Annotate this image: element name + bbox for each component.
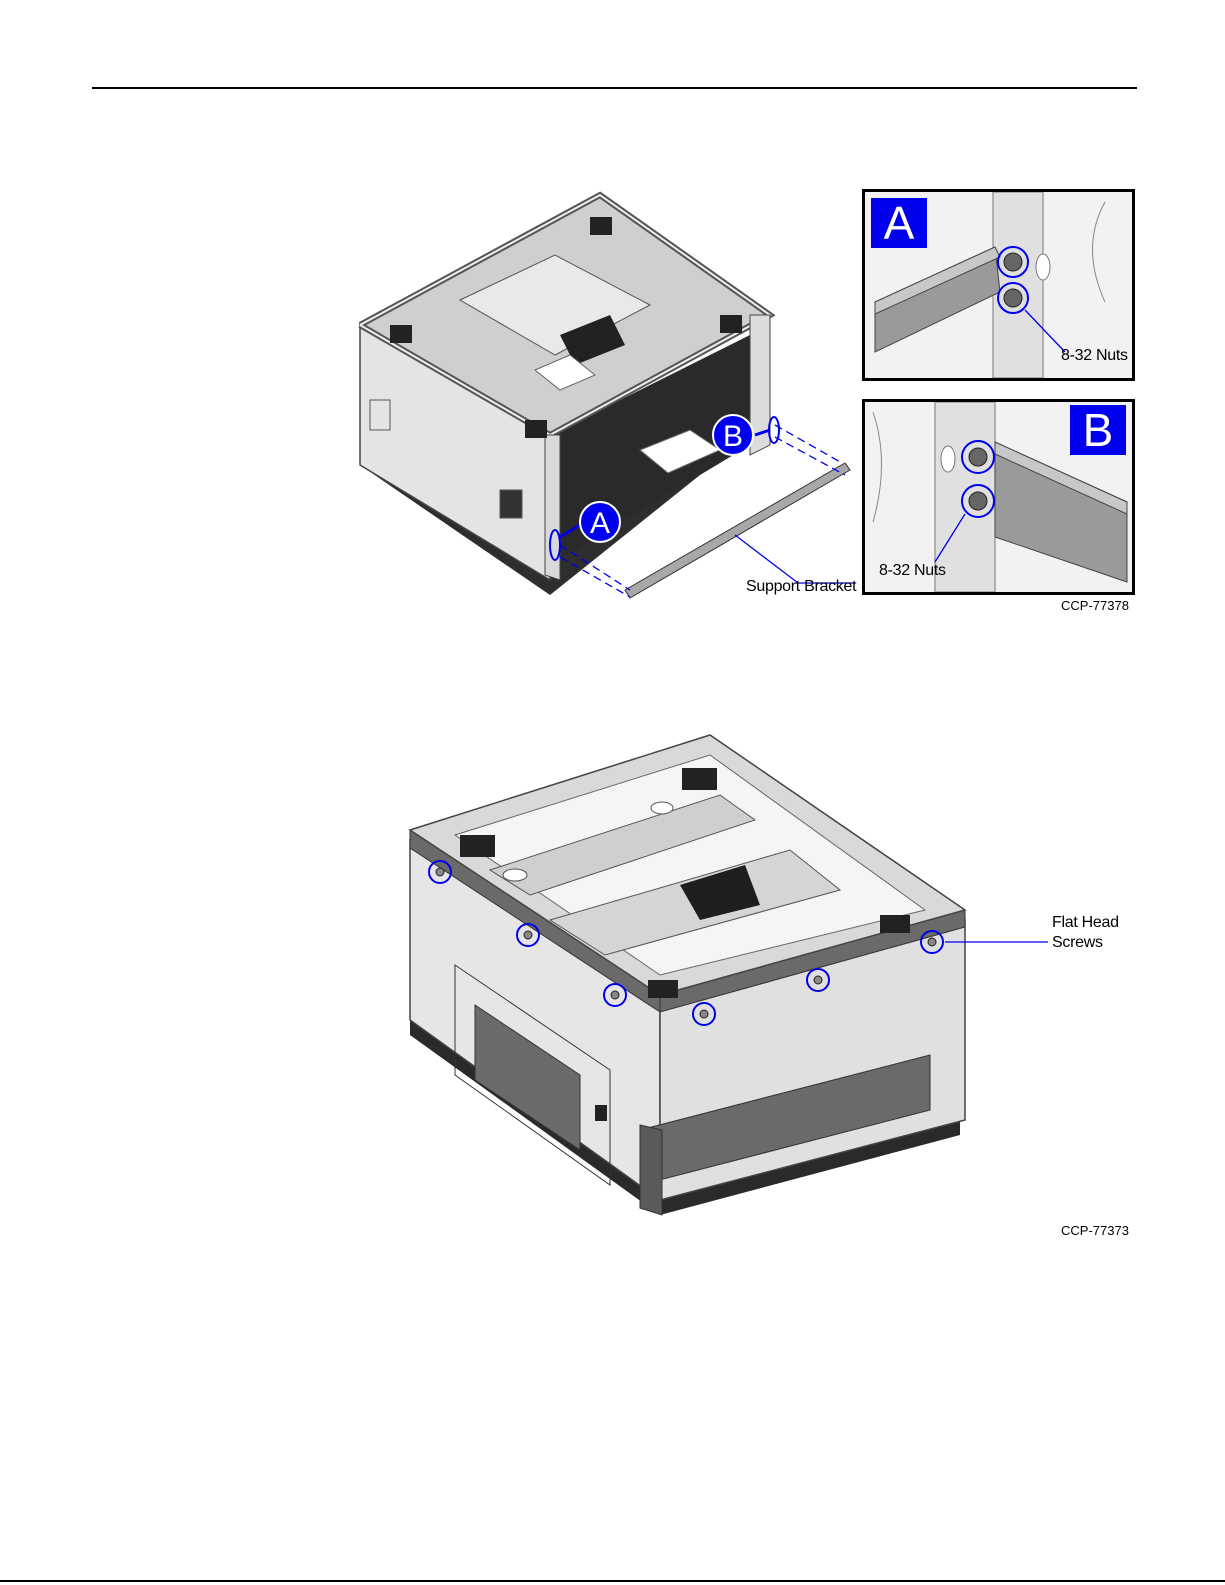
inset-a: A 8-32 Nuts <box>862 189 1135 381</box>
figure1-cabinet-illustration: A B <box>350 185 860 615</box>
bubble-a-label: A <box>590 507 610 540</box>
flat-head-label-line2: Screws <box>1052 934 1103 952</box>
footer-rule <box>0 1580 1225 1582</box>
figure1-id: CCP-77378 <box>1061 598 1129 613</box>
header-rule <box>92 87 1137 89</box>
flat-head-screws-leader <box>940 930 1050 950</box>
figure2-cabinet-illustration <box>400 730 980 1235</box>
inset-b-nuts-label: 8-32 Nuts <box>879 562 946 580</box>
figure2-id: CCP-77373 <box>1061 1223 1129 1238</box>
support-bracket-label: Support Bracket <box>746 578 856 596</box>
inset-a-nuts-label: 8-32 Nuts <box>1061 347 1128 365</box>
flat-head-label-line1: Flat Head <box>1052 914 1119 932</box>
inset-a-badge: A <box>871 198 927 248</box>
bubble-b-label: B <box>723 420 743 453</box>
inset-b: B 8-32 Nuts <box>862 399 1135 595</box>
inset-b-badge: B <box>1070 405 1126 455</box>
